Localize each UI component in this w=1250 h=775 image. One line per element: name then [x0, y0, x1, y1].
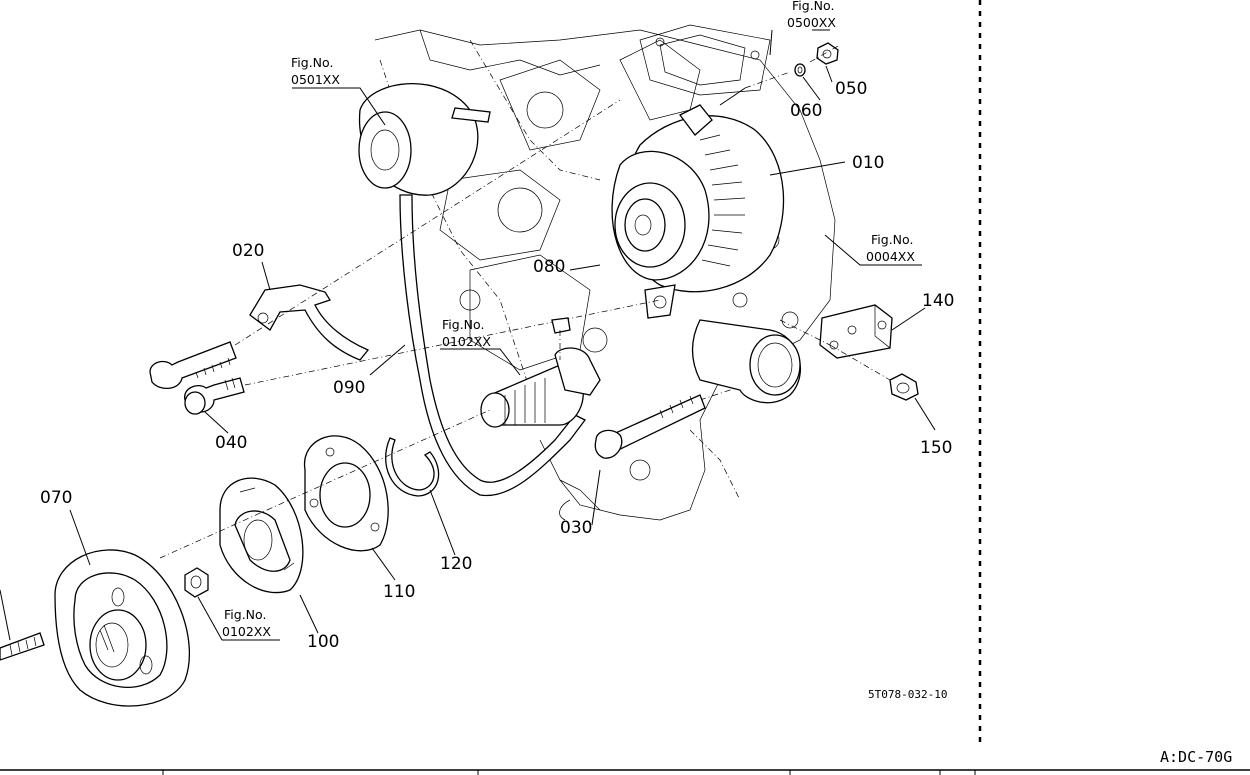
bracket-and-bolt-drawing: [779, 304, 919, 401]
figure-references: Fig.No. 0500XX Fig.No. 0501XX Fig.No. 00…: [222, 0, 915, 639]
stay-and-bolts-drawing: [149, 99, 661, 415]
fig-ref-code-0102xx-b: 0102XX: [222, 624, 271, 639]
ring-flange-collar-drawing: [159, 409, 491, 594]
nut-and-washer-drawing: [744, 42, 841, 89]
sheet-id: A:DC-70G: [1160, 748, 1232, 766]
fig-ref-code-0102xx-a: 0102XX: [442, 334, 491, 349]
callout-070: 070: [40, 488, 72, 508]
bolt-030-drawing: [594, 394, 706, 459]
fig-ref-label-0102xx-b: Fig.No.: [224, 607, 266, 622]
callout-110: 110: [383, 582, 415, 602]
callout-labels: 010 020 030 040 050 060 070 080 090 100 …: [40, 79, 954, 652]
callout-080: 080: [533, 257, 565, 277]
fig-ref-label-0500xx: Fig.No.: [792, 0, 834, 13]
callout-090: 090: [333, 378, 365, 398]
fan-pulley-and-belt-drawing: [358, 82, 586, 497]
crank-pulley-drawing: [0, 549, 209, 707]
callout-150: 150: [920, 438, 952, 458]
crankshaft-drawing: [480, 317, 601, 428]
fig-ref-label-0004xx: Fig.No.: [871, 232, 913, 247]
callout-120: 120: [440, 554, 472, 574]
callout-100: 100: [307, 632, 339, 652]
alternator-drawing: [611, 87, 785, 319]
fig-ref-code-0500xx: 0500XX: [787, 15, 836, 30]
table-header-strip: [0, 769, 1250, 775]
callout-140: 140: [922, 291, 954, 311]
drawing-code: 5T078-032-10: [868, 688, 947, 701]
callout-050: 050: [835, 79, 867, 99]
fig-ref-code-0501xx: 0501XX: [291, 72, 340, 87]
callout-020: 020: [232, 241, 264, 261]
callout-010: 010: [852, 153, 884, 173]
callout-040: 040: [215, 433, 247, 453]
fig-ref-label-0102xx-a: Fig.No.: [442, 317, 484, 332]
callout-060: 060: [790, 101, 822, 121]
fig-ref-label-0501xx: Fig.No.: [291, 55, 333, 70]
fig-ref-code-0004xx: 0004XX: [866, 249, 915, 264]
leader-lines: [0, 29, 936, 641]
callout-030: 030: [560, 518, 592, 538]
